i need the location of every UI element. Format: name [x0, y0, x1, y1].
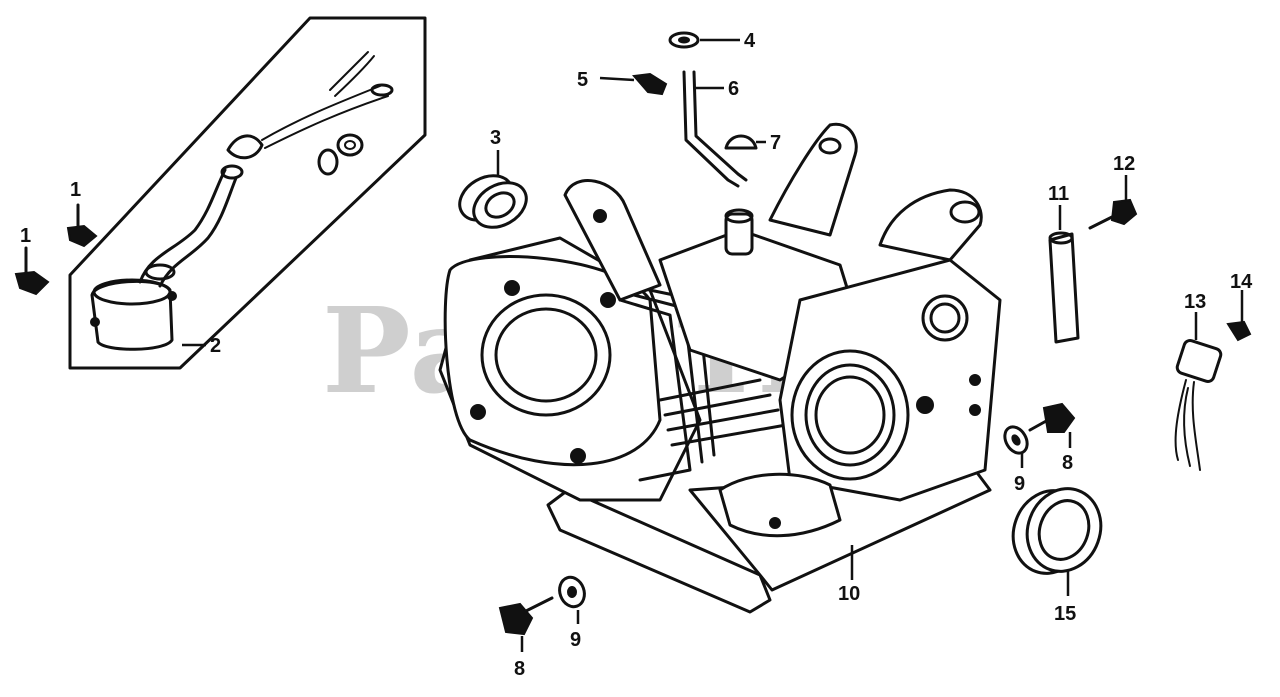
oil-seal-part-15 — [1011, 487, 1103, 575]
callout-13: 13 — [1184, 291, 1206, 313]
gasket-part-11-top — [1048, 231, 1074, 245]
callout-12: 12 — [1113, 153, 1135, 175]
bolt-part-8-right — [1028, 402, 1076, 433]
callout-14: 14 — [1230, 271, 1253, 293]
bolt-part-5 — [632, 72, 668, 96]
callout-3: 3 — [490, 127, 501, 149]
callout-8-right: 8 — [1062, 452, 1073, 474]
bolt-part-1-upper — [66, 203, 98, 248]
bolt-part-1-lower — [14, 246, 50, 296]
washer-part-9-right — [1003, 425, 1029, 455]
screw-part-14 — [1226, 320, 1252, 342]
callout-9-right: 9 — [1014, 473, 1025, 495]
oil-seal-part-3 — [458, 174, 528, 229]
callout-1-upper: 1 — [70, 179, 81, 201]
callout-7: 7 — [770, 132, 781, 154]
callout-8-bottom: 8 — [514, 658, 525, 680]
bolt-part-8-bottom — [498, 596, 554, 636]
callout-6: 6 — [728, 78, 739, 100]
bolt-part-12-head — [1110, 198, 1138, 226]
callout-4: 4 — [744, 30, 756, 52]
callout-9-bottom: 9 — [570, 629, 581, 651]
dipstick-part-6 — [682, 70, 740, 188]
oil-sensor-inset — [68, 16, 427, 370]
callout-5: 5 — [577, 69, 588, 91]
callout-11: 11 — [1048, 183, 1069, 205]
callout-labels: 1 1 2 3 4 5 6 7 8 8 9 9 10 11 12 13 14 1… — [20, 30, 1253, 680]
leader-lines — [182, 38, 1244, 652]
gasket-part-11 — [1048, 232, 1080, 344]
callout-1-lower: 1 — [20, 225, 31, 247]
switch-part-13 — [1174, 339, 1223, 471]
dipstick-part-6-edge — [692, 70, 748, 182]
washer-part-9-bottom — [558, 575, 586, 609]
grommet-part-7 — [724, 134, 758, 150]
callout-10: 10 — [838, 583, 860, 605]
callout-2: 2 — [210, 335, 221, 357]
callout-15: 15 — [1054, 603, 1076, 625]
crankcase-assembly — [438, 122, 1002, 614]
washer-part-4-hole — [678, 36, 690, 44]
